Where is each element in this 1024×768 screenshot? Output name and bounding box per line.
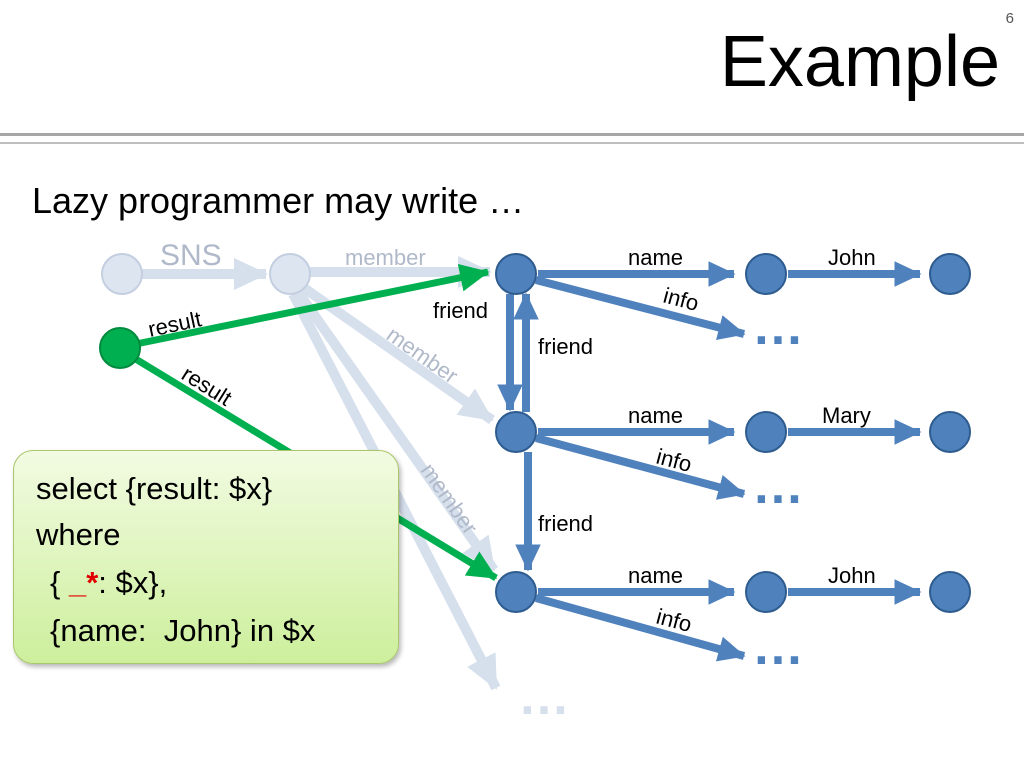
info-ellipsis-2: … xyxy=(752,457,808,515)
sns-label: SNS xyxy=(160,239,222,272)
query-brace-open: { xyxy=(50,565,69,600)
sns-root-node xyxy=(101,253,143,295)
result-label-1: result xyxy=(146,306,204,342)
member-label-1: member xyxy=(345,245,426,270)
sns-node xyxy=(269,253,311,295)
title-divider-top xyxy=(0,133,1024,136)
name-node-2 xyxy=(745,411,787,453)
query-name-line: {name: John} in $x xyxy=(50,613,316,648)
person-node-3 xyxy=(495,571,537,613)
friend-label-3: friend xyxy=(538,511,593,536)
member-edge-3 xyxy=(293,289,499,573)
name-node-1 xyxy=(745,253,787,295)
friend-label-2: friend xyxy=(538,334,593,359)
query-pattern-line: { _*: $x}, xyxy=(50,565,167,601)
friend-label-1: friend xyxy=(433,298,488,323)
slide-title: Example xyxy=(719,22,1000,102)
name-node-3 xyxy=(745,571,787,613)
result-edge-1 xyxy=(135,263,490,348)
page-number: 6 xyxy=(1005,10,1014,27)
title-divider-bottom xyxy=(0,142,1024,144)
query-box: select {result: $x} where { _*: $x}, {na… xyxy=(13,450,399,664)
info-ellipsis-1: … xyxy=(752,298,808,356)
value-node-1 xyxy=(929,253,971,295)
person-nodes xyxy=(495,253,971,613)
blue-edges xyxy=(497,261,922,662)
person-name-1: John xyxy=(828,245,876,270)
name-label-2: name xyxy=(628,403,683,428)
name-label-1: name xyxy=(628,245,683,270)
member-ellipsis: … xyxy=(518,668,574,726)
query-where-line: where xyxy=(36,517,121,552)
info-edge-3 xyxy=(534,594,746,662)
info-edge-1 xyxy=(534,276,746,340)
query-pattern-rest: : $x}, xyxy=(98,565,168,600)
info-ellipsis-3: … xyxy=(752,618,808,676)
value-node-2 xyxy=(929,411,971,453)
query-wildcard-underscore: _ xyxy=(68,565,87,600)
query-select-line: select {result: $x} xyxy=(36,471,273,506)
name-label-3: name xyxy=(628,563,683,588)
value-node-3 xyxy=(929,571,971,613)
person-name-2: Mary xyxy=(822,403,871,428)
member-edge-2 xyxy=(301,283,495,425)
member-label-3: member xyxy=(416,459,483,539)
info-edge-2 xyxy=(534,434,746,500)
subtitle: Lazy programmer may write … xyxy=(32,180,525,221)
person-node-1 xyxy=(495,253,537,295)
person-name-3: John xyxy=(828,563,876,588)
result-node xyxy=(99,327,141,369)
person-node-2 xyxy=(495,411,537,453)
query-wildcard-star: * xyxy=(86,565,99,600)
